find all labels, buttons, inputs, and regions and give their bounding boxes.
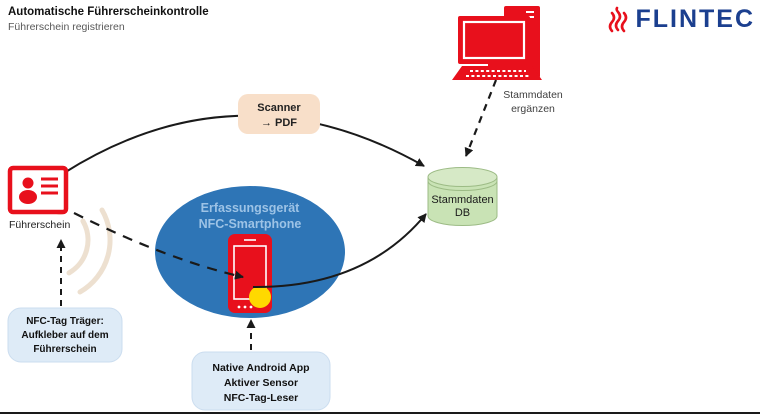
page-title: Automatische Führerscheinkontrolle (8, 6, 209, 18)
nfc-tag-note: NFC-Tag Träger: Aufkleber auf dem Führer… (7, 307, 123, 363)
scanner-node: Scanner → PDF (238, 94, 320, 134)
android-line2: Aktiver Sensor (224, 377, 298, 389)
db-label-line2: DB (455, 207, 470, 219)
id-card-icon (7, 165, 69, 215)
scanner-box (238, 94, 320, 134)
header: Automatische Führerscheinkontrolle Führe… (8, 6, 209, 33)
nfc-tag-box (7, 307, 123, 363)
database-node: Stammdaten DB (427, 167, 498, 226)
flintec-logo: FLINTEC (607, 4, 755, 34)
arrow-card-to-phone (73, 212, 244, 280)
android-line3: NFC-Tag-Leser (224, 392, 298, 404)
flame-icon (609, 6, 628, 33)
page-subtitle: Führerschein registrieren (8, 21, 125, 33)
nfc-tag-line1: NFC-Tag Träger: (26, 316, 104, 327)
note-line2: ergänzen (511, 103, 555, 115)
nfc-tag-line3: Führerschein (33, 344, 96, 355)
scanner-label-line1: Scanner (257, 102, 301, 114)
database-cylinder-icon (427, 167, 498, 226)
arrow-phone-to-db (252, 213, 427, 289)
computer-icon (452, 6, 542, 80)
stammdaten-ergaenzen-note: Stammdaten ergänzen (503, 89, 563, 115)
ellipse-label-line2: NFC-Smartphone (199, 217, 302, 231)
arrow-computer-to-db (464, 79, 498, 157)
android-app-note: Native Android App Aktiver Sensor NFC-Ta… (191, 351, 331, 411)
note-line1: Stammdaten (503, 89, 563, 101)
ellipse-label-line1: Erfassungsgerät (201, 201, 300, 215)
nfc-tag-line2: Aufkleber auf dem (21, 330, 108, 341)
smartphone-icon (228, 234, 272, 313)
scanner-label-line2: → PDF (261, 117, 297, 129)
android-line1: Native Android App (212, 362, 309, 374)
android-app-box (191, 351, 331, 411)
logo-text: FLINTEC (635, 4, 755, 33)
db-label-line1: Stammdaten (431, 194, 493, 206)
id-card-label: Führerschein (9, 219, 70, 231)
capture-device-node: Erfassungsgerät NFC-Smartphone (155, 186, 345, 318)
